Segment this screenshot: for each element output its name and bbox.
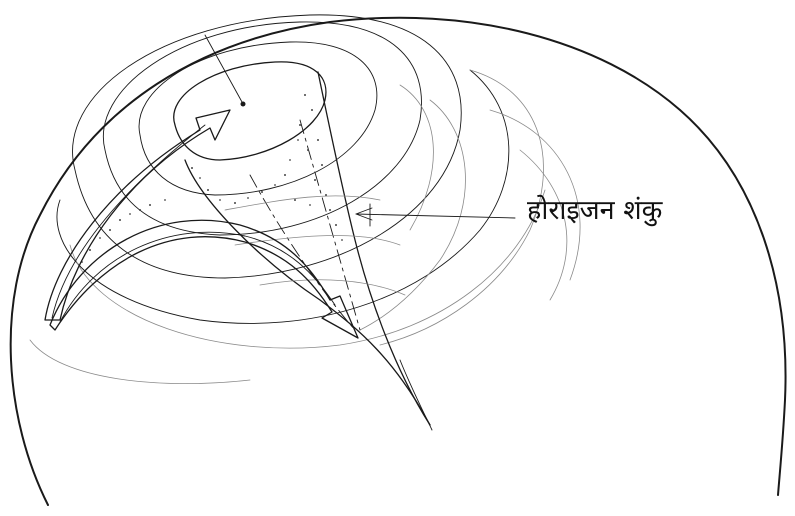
cone-tail [400, 360, 432, 430]
cone-shading [81, 94, 343, 263]
horizon-cone-label: होराइजन शंकु [527, 197, 662, 224]
label-pointer [356, 204, 515, 226]
sphere-outline [11, 18, 786, 505]
horizon-cone [185, 72, 430, 425]
throat-pointer [205, 35, 246, 107]
inflow-arrow [45, 110, 230, 320]
